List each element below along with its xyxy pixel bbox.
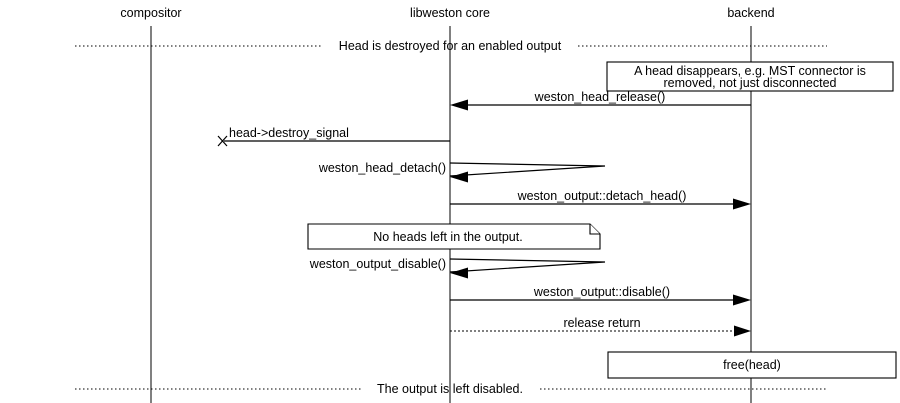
message-head-destroy-signal: head->destroy_signal: [217, 126, 450, 147]
message-weston-output-disable-self-loop: [449, 258, 606, 273]
message-release-return-arrowhead: [734, 325, 751, 337]
message-release-return: release return: [450, 316, 751, 337]
message-weston-head-release: weston_head_release(): [450, 90, 751, 111]
lifelines-group: compositor libweston core backend: [120, 6, 775, 403]
message-weston-head-detach: weston_head_detach(): [318, 161, 606, 183]
note-no-heads-left: No heads left in the output.: [307, 223, 601, 250]
separator-bottom-label: The output is left disabled.: [377, 382, 523, 396]
message-weston-output-detach-head-arrowhead: [733, 198, 751, 210]
message-weston-output-disable-self-label: weston_output_disable(): [309, 257, 446, 271]
message-weston-output-disable-arrowhead: [733, 294, 751, 306]
message-head-destroy-signal-label: head->destroy_signal: [229, 126, 349, 140]
note-free-head: free(head): [607, 351, 897, 379]
separator-top: Head is destroyed for an enabled output: [75, 39, 827, 53]
note-no-heads-left-box: [307, 223, 601, 250]
separator-top-label: Head is destroyed for an enabled output: [339, 39, 562, 53]
note-no-heads-left-line-1: No heads left in the output.: [373, 230, 522, 244]
participant-label-backend: backend: [727, 6, 774, 20]
message-weston-output-disable-self-arrowhead: [450, 267, 468, 279]
message-weston-head-release-arrowhead: [450, 99, 468, 111]
destroy-x-stroke-2: [217, 135, 228, 147]
note-no-heads-left-fold: [589, 224, 600, 235]
note-mst-connector-line-2: removed, not just disconnected: [663, 76, 836, 90]
note-free-head-box: [607, 351, 897, 379]
note-mst-connector: A head disappears, e.g. MST connector is…: [606, 61, 894, 92]
message-weston-output-disable-self: weston_output_disable(): [309, 257, 606, 279]
message-weston-output-detach-head-label: weston_output::detach_head(): [517, 189, 687, 203]
note-free-head-label: free(head): [723, 358, 781, 372]
note-mst-connector-line-1: A head disappears, e.g. MST connector is: [634, 64, 866, 78]
participant-label-compositor: compositor: [120, 6, 181, 20]
message-release-return-label: release return: [563, 316, 640, 330]
participant-label-libweston-core: libweston core: [410, 6, 490, 20]
participant-libweston-core[interactable]: libweston core: [410, 6, 490, 403]
message-weston-head-release-label: weston_head_release(): [534, 90, 666, 104]
message-weston-output-disable-label: weston_output::disable(): [533, 285, 670, 299]
note-mst-connector-box: [606, 61, 894, 92]
destroy-signal-x-icon: [217, 135, 228, 147]
message-weston-head-detach-loop: [449, 162, 606, 177]
separator-bottom: The output is left disabled.: [75, 382, 827, 396]
message-weston-output-detach-head: weston_output::detach_head(): [450, 189, 751, 210]
message-weston-output-disable: weston_output::disable(): [450, 285, 751, 306]
message-weston-head-detach-arrowhead: [450, 171, 468, 183]
message-weston-head-detach-label: weston_head_detach(): [318, 161, 446, 175]
participant-compositor[interactable]: compositor: [120, 6, 182, 403]
